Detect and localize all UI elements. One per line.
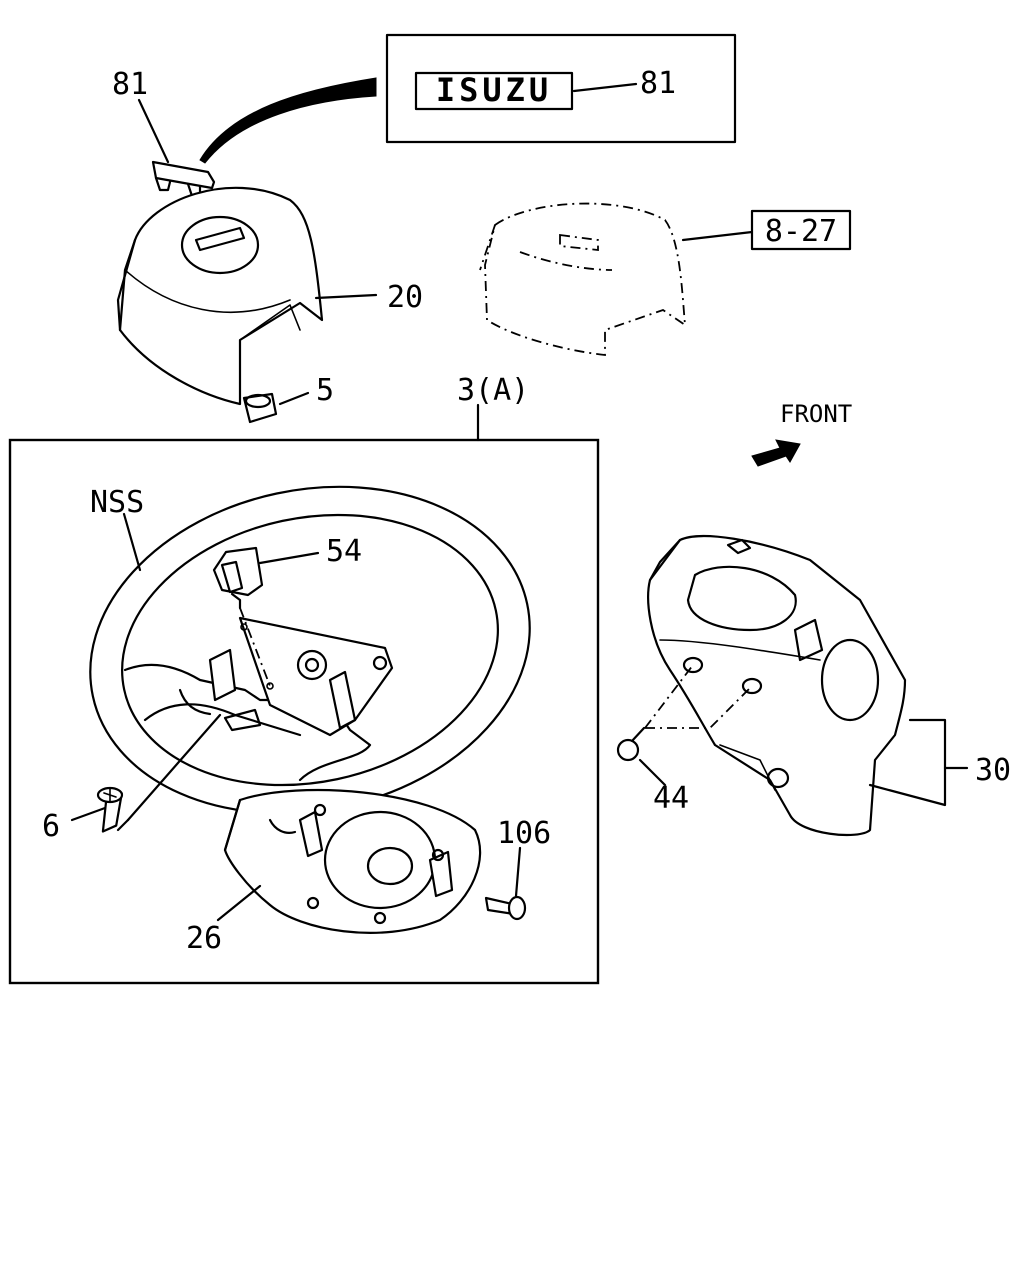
- nut-part: 5: [242, 373, 334, 424]
- screw-part-44: 44: [616, 664, 753, 816]
- leader-20: [314, 293, 378, 300]
- reference-cover: 8-27: [479, 202, 852, 357]
- leader-26: [216, 884, 262, 922]
- leader-44: [638, 758, 667, 787]
- label-3a: 3(A): [457, 373, 529, 408]
- assembly-frame: [8, 438, 600, 985]
- callout-pointer: [199, 77, 377, 164]
- leader-81-emblem: [572, 82, 638, 93]
- emblem-callout: ISUZU 81: [385, 33, 737, 144]
- label-81-top: 81: [112, 67, 148, 102]
- label-106: 106: [497, 816, 551, 851]
- leader-81-top: [137, 98, 170, 164]
- label-26: 26: [186, 921, 222, 956]
- bolt-part-106: 106: [484, 816, 551, 921]
- label-81-emblem: 81: [640, 66, 676, 101]
- label-44: 44: [653, 781, 689, 816]
- switch-part-54: 54: [212, 534, 362, 687]
- label-5: 5: [316, 373, 334, 408]
- label-front: FRONT: [780, 400, 852, 428]
- ref-8-27-box: [750, 209, 852, 251]
- leader-54: [258, 551, 320, 565]
- emblem-text: ISUZU: [436, 71, 552, 109]
- screw-part-6: 6: [42, 713, 222, 844]
- steering-wheel-assembly: 3(A) NSS 54: [8, 373, 600, 985]
- front-arrow-icon: [751, 439, 801, 467]
- label-nss: NSS: [90, 485, 144, 520]
- emblem-callout-frame: [385, 33, 737, 144]
- horn-pad-cover: 20: [116, 186, 423, 406]
- leader-8-27: [681, 230, 754, 242]
- label-20: 20: [387, 280, 423, 315]
- front-indicator: FRONT: [751, 400, 852, 467]
- label-8-27: 8-27: [765, 214, 837, 249]
- wheel-rim-inner: [121, 513, 499, 787]
- leader-nss: [122, 512, 142, 572]
- label-54: 54: [326, 534, 362, 569]
- leader-106: [514, 846, 522, 898]
- emblem-part: 81: [112, 67, 216, 198]
- label-6: 6: [42, 809, 60, 844]
- emblem-plate: [414, 71, 574, 111]
- lower-cover-part-26: 26: [186, 788, 482, 956]
- leader-5: [278, 391, 310, 406]
- leader-6: [70, 806, 107, 822]
- label-30: 30: [975, 753, 1011, 788]
- column-cover-part-30: 30: [647, 534, 1011, 837]
